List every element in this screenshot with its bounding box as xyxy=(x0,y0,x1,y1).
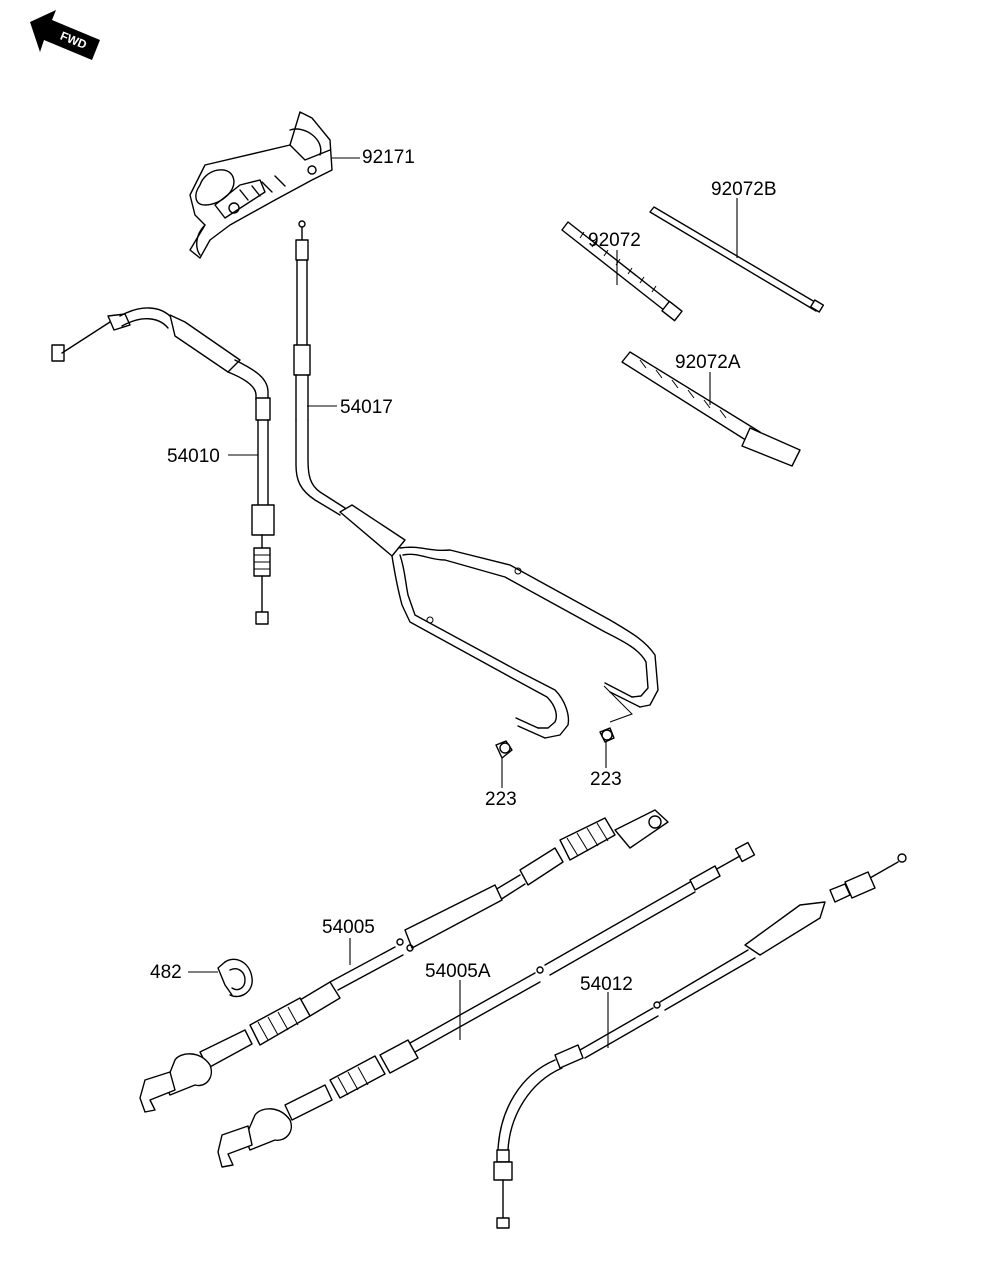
part-92072-tie xyxy=(561,221,683,322)
label-54010: 54010 xyxy=(167,446,220,467)
label-223-left: 223 xyxy=(485,789,517,810)
label-482: 482 xyxy=(150,962,182,983)
label-92072: 92072 xyxy=(588,230,641,251)
part-54005-cable xyxy=(139,809,669,1113)
part-54017-cable xyxy=(293,220,659,739)
part-92072A-tie xyxy=(621,351,801,467)
label-54017: 54017 xyxy=(340,397,393,418)
label-54005: 54005 xyxy=(322,917,375,938)
part-54010-cable xyxy=(51,307,275,625)
part-54012-cable xyxy=(493,853,907,1229)
part-92171-bracket xyxy=(189,111,333,259)
label-54012: 54012 xyxy=(580,974,633,995)
part-223-cap-left xyxy=(495,740,513,759)
fwd-arrow-icon: FWD xyxy=(30,10,100,60)
label-92072B: 92072B xyxy=(711,179,777,200)
label-223-right: 223 xyxy=(590,769,622,790)
part-92072B-tie xyxy=(649,206,825,313)
part-223-cap-right xyxy=(599,727,615,743)
label-92171: 92171 xyxy=(362,147,415,168)
label-54005A: 54005A xyxy=(425,961,491,982)
label-92072A: 92072A xyxy=(675,352,741,373)
part-482-clip xyxy=(217,958,253,998)
part-54005A-cable xyxy=(217,841,756,1168)
